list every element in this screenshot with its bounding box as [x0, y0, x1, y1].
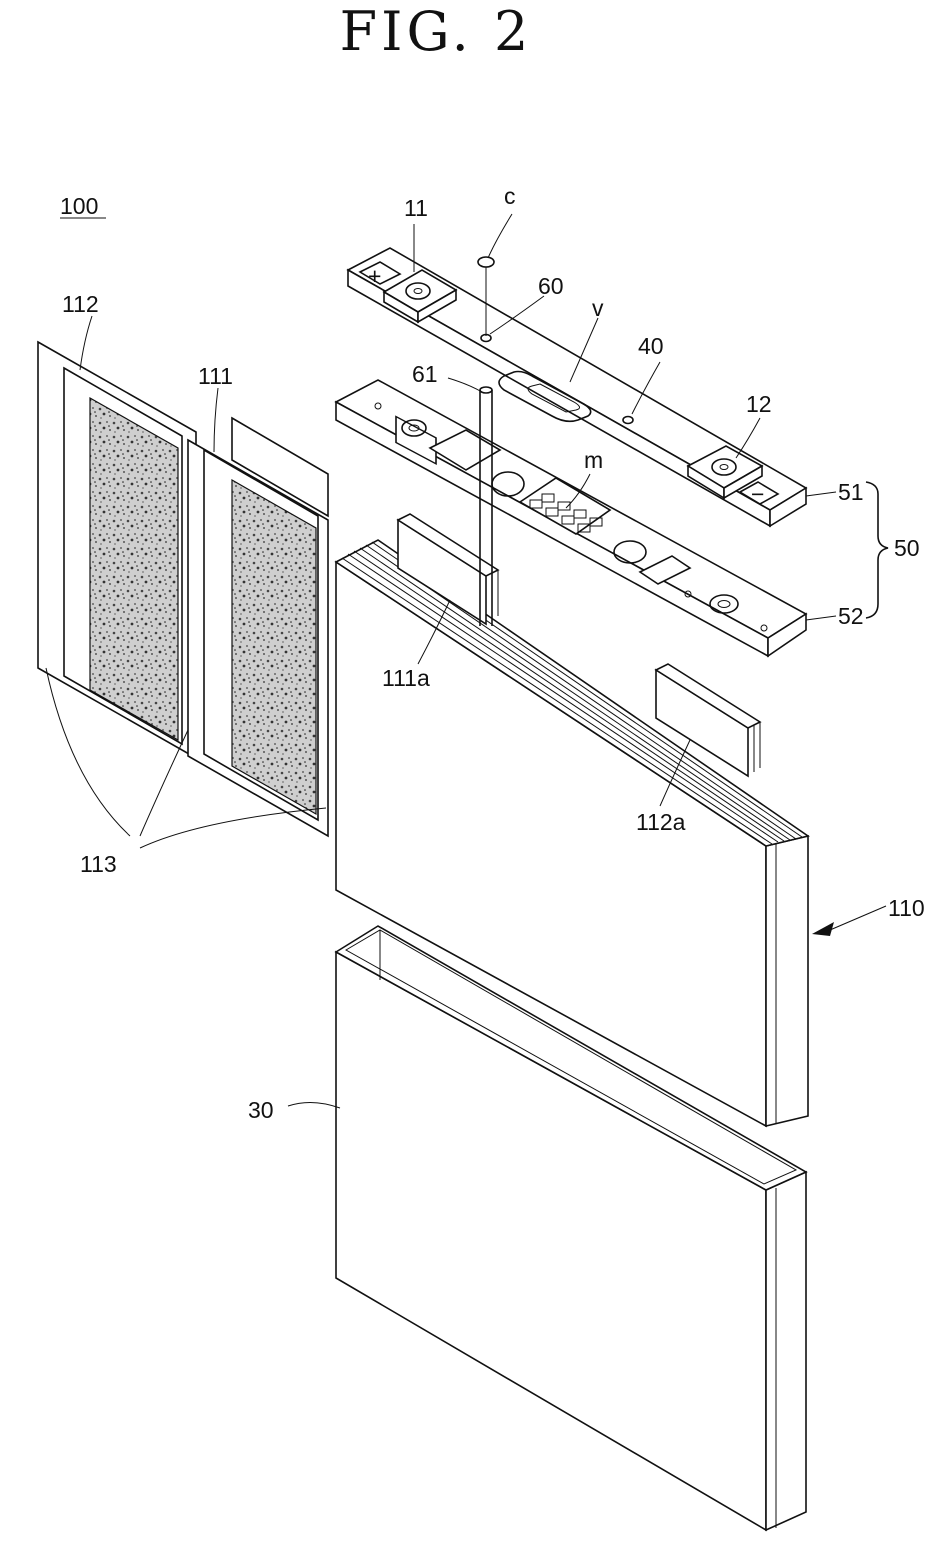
figure-title: FIG. 2: [340, 0, 533, 63]
ref-label-50: 50: [894, 535, 920, 561]
ref-label-v: v: [592, 295, 604, 321]
ref-label-30: 30: [248, 1097, 274, 1123]
ref-label-51: 51: [838, 479, 864, 505]
active-material-112: [90, 398, 178, 740]
active-material-111: [232, 480, 316, 814]
ref-label-111: 111: [198, 363, 233, 389]
ref-label-112a: 112a: [636, 809, 686, 835]
ref-label-112: 112: [62, 291, 99, 317]
ref-label-40: 40: [638, 333, 664, 359]
ref-label-12: 12: [746, 391, 772, 417]
ref-label-110: 110: [888, 895, 925, 921]
plus-symbol: +: [368, 263, 381, 289]
ref-label-52: 52: [838, 603, 864, 629]
minus-symbol: −: [751, 481, 764, 507]
ref-label-60: 60: [538, 273, 564, 299]
ref-label-113: 113: [80, 851, 117, 877]
cap-upper-plate-51: + −: [348, 248, 806, 526]
ref-label-c: c: [504, 183, 516, 209]
ref-label-11: 11: [404, 195, 428, 221]
electrode-plate-111: [204, 418, 328, 820]
ref-label-m: m: [584, 447, 603, 473]
ref-label-111a: 111a: [382, 665, 430, 691]
ref-label-100: 100: [60, 193, 98, 219]
ref-label-61: 61: [412, 361, 438, 387]
